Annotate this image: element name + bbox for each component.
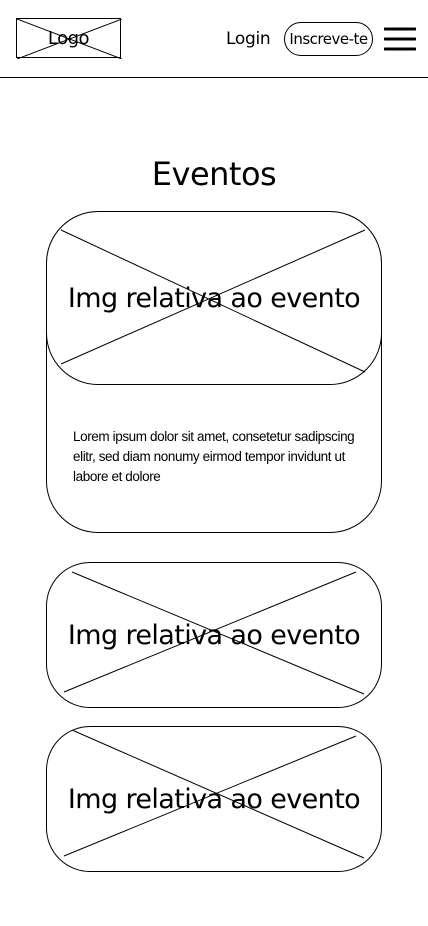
event-image-label: Img relativa ao evento [67, 282, 361, 314]
signup-button-label: Inscreve-te [289, 30, 368, 48]
placeholder-cross-icon [63, 729, 365, 859]
event-card[interactable]: Img relativa ao evento [46, 562, 382, 708]
page-title: Eventos [151, 155, 277, 193]
event-image-placeholder: Img relativa ao evento [47, 563, 381, 707]
placeholder-cross-icon [60, 229, 366, 373]
logo-placeholder[interactable]: Logo [16, 18, 122, 59]
hamburger-menu-icon [383, 27, 417, 51]
event-card[interactable]: Img relativa ao evento Lorem ipsum dolor… [46, 211, 382, 533]
login-link[interactable]: Login [226, 29, 271, 49]
menu-button[interactable] [383, 26, 417, 52]
event-image-label: Img relativa ao evento [67, 619, 361, 651]
signup-button[interactable]: Inscreve-te [284, 22, 373, 56]
event-image-placeholder: Img relativa ao evento [47, 212, 381, 385]
header: Logo Login Inscreve-te [0, 0, 428, 78]
event-card[interactable]: Img relativa ao evento [46, 726, 382, 872]
event-image-label: Img relativa ao evento [67, 783, 361, 815]
placeholder-cross-icon [17, 19, 122, 59]
event-description: Lorem ipsum dolor sit amet, consetetur s… [73, 429, 355, 484]
event-image-placeholder: Img relativa ao evento [47, 727, 381, 871]
logo-label: Logo [47, 27, 90, 49]
placeholder-cross-icon [63, 571, 365, 695]
